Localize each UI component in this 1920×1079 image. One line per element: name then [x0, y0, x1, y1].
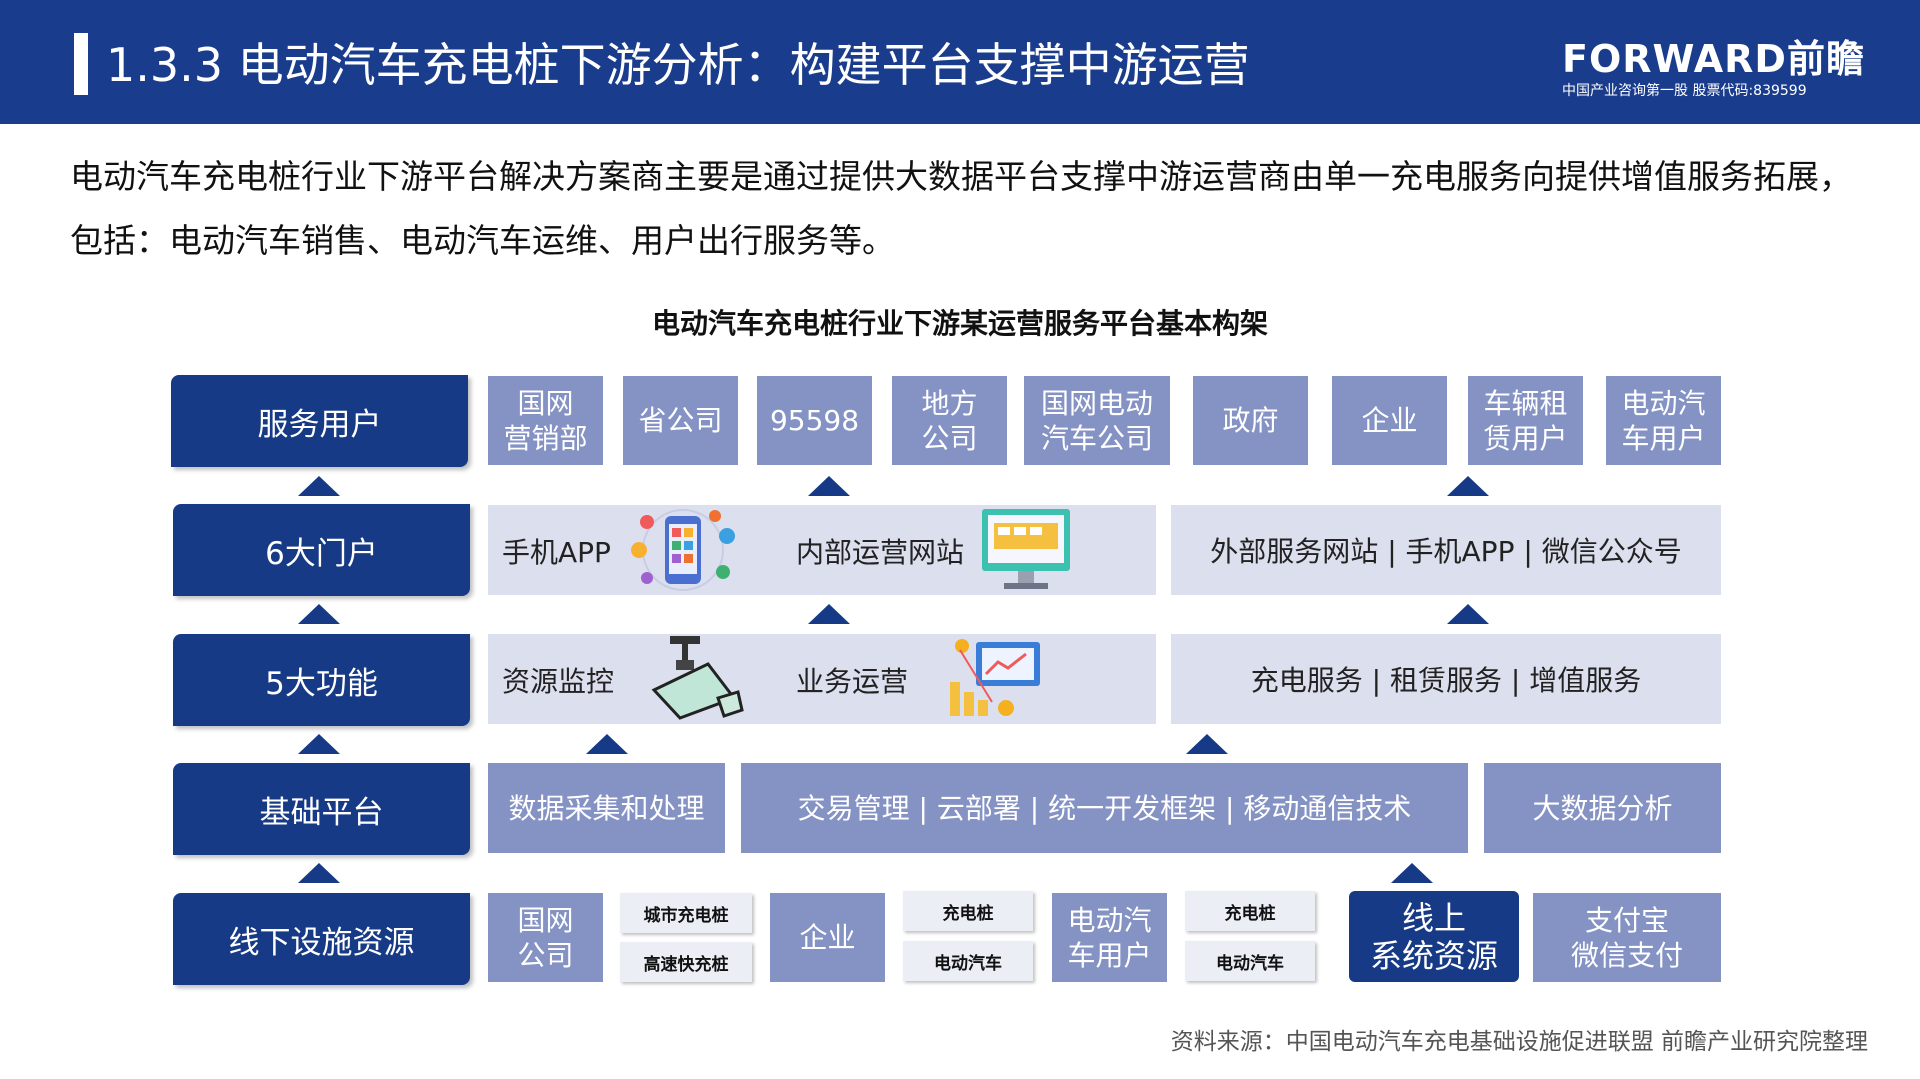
portals-left-panel: 手机APP 内部运营网站 — [488, 505, 1156, 595]
page-title: 1.3.3 电动汽车充电桩下游分析：构建平台支撑中游运营 — [106, 38, 1250, 92]
resource-tag-ev-a: 电动汽车 — [903, 941, 1033, 981]
user-item: 省公司 — [623, 376, 738, 465]
resource-item-enterprise: 企业 — [770, 893, 885, 982]
source-footnote: 资料来源：中国电动汽车充电基础设施促进联盟 前瞻产业研究院整理 — [1170, 1029, 1868, 1055]
row-label-platform: 基础平台 — [173, 763, 470, 855]
header-banner: 1.3.3 电动汽车充电桩下游分析：构建平台支撑中游运营 FORWARD前瞻 中… — [0, 0, 1920, 124]
portal-label-internal-site: 内部运营网站 — [796, 536, 965, 569]
platform-item-data-collection: 数据采集和处理 — [488, 763, 725, 853]
function-label-monitoring: 资源监控 — [502, 665, 615, 698]
arrow-up-icon — [298, 734, 340, 754]
resource-item-ev-user: 电动汽 车用户 — [1052, 893, 1167, 982]
logo-text: FORWARD前瞻 — [1562, 37, 1865, 81]
arrow-up-icon — [298, 863, 340, 883]
user-item: 地方 公司 — [892, 376, 1007, 465]
platform-item-big-data: 大数据分析 — [1484, 763, 1721, 853]
resource-tag-ev-b: 电动汽车 — [1185, 941, 1315, 981]
row-label-resources: 线下设施资源 — [173, 893, 470, 985]
row-label-portals: 6大门户 — [173, 504, 470, 596]
arrow-up-icon — [808, 604, 850, 624]
user-item: 电动汽 车用户 — [1606, 376, 1721, 465]
row-label-functions: 5大功能 — [173, 634, 470, 726]
arrow-up-icon — [1447, 604, 1489, 624]
row-label-users: 服务用户 — [171, 375, 468, 467]
portals-right-panel: 外部服务网站 | 手机APP | 微信公众号 — [1171, 505, 1721, 595]
intro-paragraph: 电动汽车充电桩行业下游平台解决方案商主要是通过提供大数据平台支撑中游运营商由单一… — [70, 157, 1852, 260]
arrow-up-icon — [298, 476, 340, 496]
resource-item-payment: 支付宝 微信支付 — [1533, 893, 1721, 982]
business-chart-icon — [950, 639, 1040, 716]
arrow-up-icon — [1186, 734, 1228, 754]
monitor-icon — [982, 509, 1070, 589]
arrow-up-icon — [808, 476, 850, 496]
resource-item-guowang: 国网 公司 — [488, 893, 603, 982]
resource-item-online-system: 线上 系统资源 — [1349, 891, 1519, 982]
portal-label-app: 手机APP — [502, 536, 611, 569]
user-item: 政府 — [1193, 376, 1308, 465]
diagram-title: 电动汽车充电桩行业下游某运营服务平台基本构架 — [651, 307, 1268, 340]
user-item: 国网 营销部 — [488, 376, 603, 465]
functions-right-panel: 充电服务 | 租赁服务 | 增值服务 — [1171, 634, 1721, 724]
phone-app-icon — [631, 509, 735, 591]
function-label-operations: 业务运营 — [796, 665, 909, 698]
arrow-up-icon — [586, 734, 628, 754]
resource-tag-pile-a: 充电桩 — [903, 891, 1033, 931]
logo-subtitle: 中国产业咨询第一股 股票代码:839599 — [1562, 83, 1807, 99]
resource-tag-highway-pile: 高速快充桩 — [620, 942, 752, 982]
arrow-up-icon — [1391, 863, 1433, 883]
user-item: 95598 — [757, 376, 872, 465]
cctv-camera-icon — [651, 636, 744, 720]
user-item: 车辆租 赁用户 — [1468, 376, 1583, 465]
platform-item-core-tech: 交易管理 | 云部署 | 统一开发框架 | 移动通信技术 — [741, 763, 1468, 853]
user-item: 国网电动 汽车公司 — [1024, 376, 1170, 465]
title-accent-bar — [74, 33, 88, 95]
functions-left-panel: 资源监控 业务运营 — [488, 634, 1156, 724]
user-item: 企业 — [1332, 376, 1447, 465]
arrow-up-icon — [298, 604, 340, 624]
resource-tag-city-pile: 城市充电桩 — [620, 893, 752, 933]
arrow-up-icon — [1447, 476, 1489, 496]
resource-tag-pile-b: 充电桩 — [1185, 891, 1315, 931]
company-logo: FORWARD前瞻 中国产业咨询第一股 股票代码:839599 — [1562, 36, 1865, 106]
